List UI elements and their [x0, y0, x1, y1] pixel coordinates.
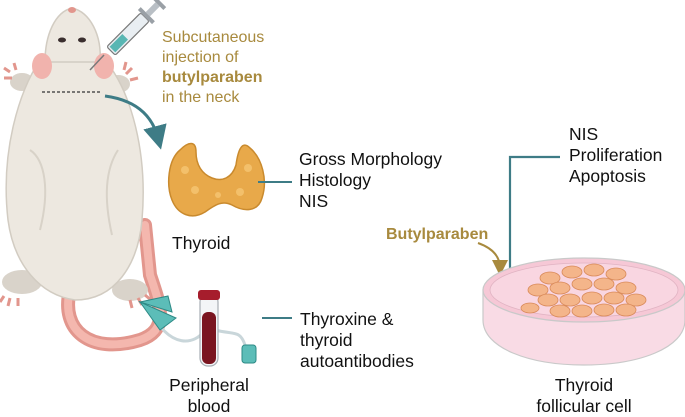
blood-measures: Thyroxine & thyroid autoantibodies: [300, 309, 414, 372]
injection-label: Subcutaneous injection of butylparaben i…: [162, 28, 264, 108]
blood-measure-item: thyroid: [300, 330, 353, 350]
cell-caption-line: follicular cell: [536, 396, 632, 416]
cell-caption-line: Thyroid: [554, 375, 614, 395]
cell-measure-item: Proliferation: [569, 145, 663, 165]
blood-caption: Peripheral blood: [160, 375, 258, 417]
blood-collection-icon: [138, 290, 257, 367]
injection-line-1: Subcutaneous: [162, 29, 265, 46]
rat-ear-left: [32, 53, 52, 79]
rat-illustration: [0, 7, 167, 352]
cell-measures: NIS Proliferation Apoptosis: [569, 124, 662, 187]
follicular-cells: [520, 263, 647, 318]
injection-line-3: butylparaben: [162, 68, 264, 88]
injection-line-2: injection of: [162, 49, 239, 66]
syringe-icon: [89, 0, 167, 71]
thyroid-measures: Gross Morphology Histology NIS: [299, 149, 442, 212]
petri-dish-icon: [482, 257, 685, 366]
thyroid-gland-icon: [167, 142, 266, 217]
blood-caption-line: blood: [187, 396, 231, 416]
rat-ear-right: [94, 53, 114, 79]
compound-name: butylparaben: [162, 69, 263, 86]
arrow-to-thyroid: [104, 94, 167, 150]
rat-hind-leg-right: [112, 279, 148, 301]
thyroid-caption: Thyroid: [172, 233, 231, 253]
rat-body: [5, 59, 144, 301]
arrow-to-dish: [477, 242, 508, 276]
blood-measure-item: autoantibodies: [300, 351, 414, 371]
blood-caption-line: Peripheral: [169, 375, 249, 395]
injection-line-4: in the neck: [162, 89, 240, 106]
cell-caption: Thyroid follicular cell: [504, 375, 664, 417]
cell-connector: [508, 155, 560, 272]
rat-head: [44, 7, 101, 63]
thyroid-measure-item: NIS: [299, 191, 329, 211]
blood-measure-item: Thyroxine &: [300, 309, 394, 329]
cell-measure-item: Apoptosis: [569, 166, 646, 186]
thyroid-measure-item: Gross Morphology: [299, 149, 442, 169]
thyroid-measure-item: Histology: [299, 170, 371, 190]
treatment-label: Butylparaben: [386, 226, 489, 243]
cell-measure-item: NIS: [569, 124, 599, 144]
